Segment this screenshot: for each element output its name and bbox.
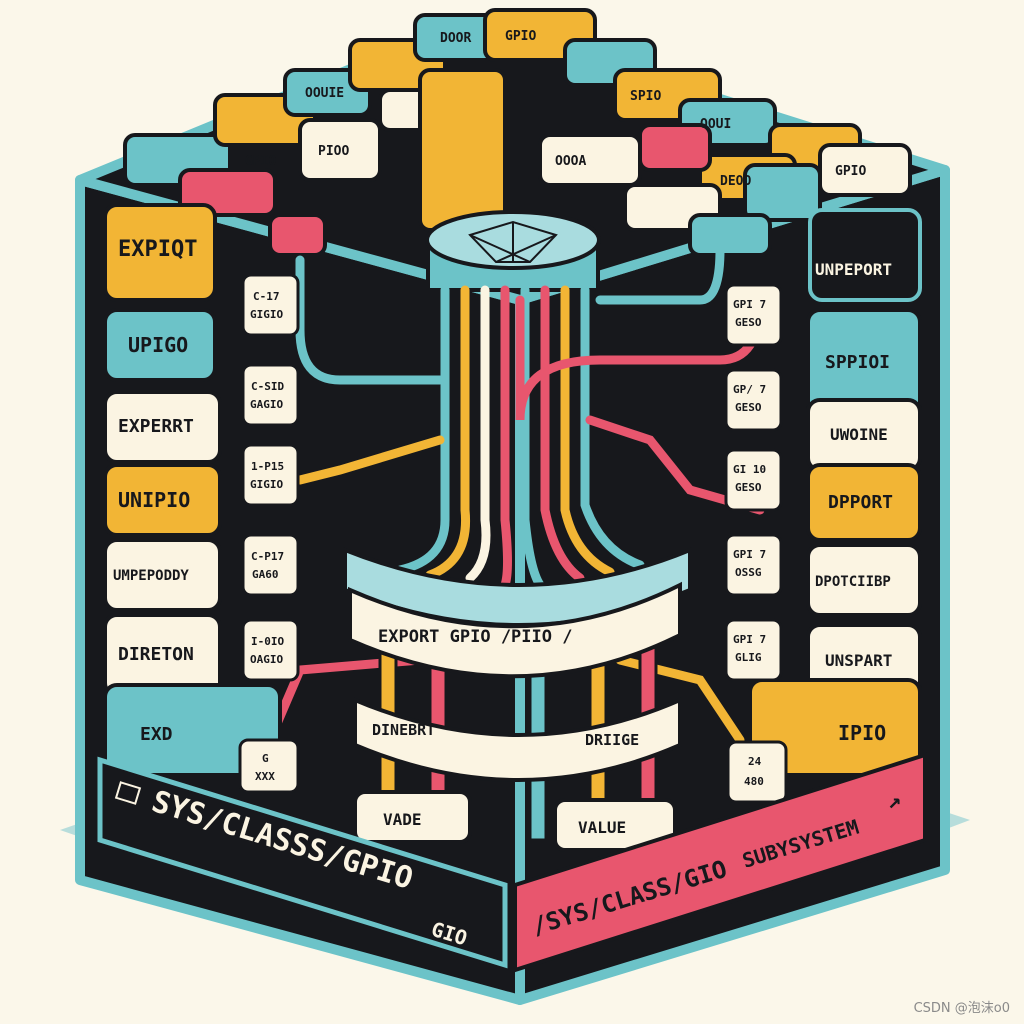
left-tag-b: GA60 [252, 568, 279, 581]
inner-right-label: DRIIGE [585, 731, 639, 749]
right-tag-b: OSSG [735, 566, 762, 579]
left-label: UNIPIO [118, 488, 190, 512]
right-tag-b: GLIG [735, 651, 762, 664]
left-tag-b: OAGIO [250, 653, 283, 666]
bottom-left-tag-a: G [262, 752, 269, 765]
top-block [268, 213, 327, 257]
top-block-label: OOOA [555, 154, 586, 169]
export-ribbon [348, 581, 682, 679]
right-tag-a: GP/ 7 [733, 383, 766, 396]
right-label: SPPIOI [825, 352, 890, 373]
left-tag [241, 443, 300, 507]
right-label: IPIO [838, 721, 886, 745]
right-tag-b: GESO [735, 481, 762, 494]
top-block-label: SPIO [630, 89, 661, 104]
right-tag-a: GPI 7 [733, 298, 766, 311]
left-label: EXPERRT [118, 416, 194, 437]
right-label: UNSPART [825, 651, 892, 670]
right-panel-labels: UNPEPORT SPPIOI UWOINE DPPORT DPOTCIIBP … [748, 208, 922, 777]
left-tag-a: C-17 [253, 290, 280, 303]
top-block [638, 123, 712, 172]
right-tags: GPI 7 GESO GP/ 7 GESO GI 10 GESO GPI 7 O… [724, 283, 788, 804]
right-tag [724, 368, 783, 432]
left-tag-a: C-P17 [251, 550, 284, 563]
left-label-box [103, 308, 217, 382]
top-block [743, 163, 822, 222]
right-label: UNPEPORT [815, 260, 892, 279]
base-right-band [513, 752, 927, 973]
left-label-box [103, 538, 222, 612]
right-label: DPOTCIIBP [815, 574, 891, 590]
arrow-icon: ↗ [888, 789, 901, 814]
left-panel-labels: EXPIQT UPIGO EXPERRT UNIPIO UMPEPODDY DI… [103, 203, 282, 777]
right-label-box [808, 208, 922, 302]
right-label-box [806, 463, 922, 542]
star-icon [468, 220, 558, 263]
left-label: EXPIQT [118, 237, 197, 262]
top-block [298, 118, 382, 182]
top-block-label: GPIO [245, 154, 276, 169]
watermark: CSDN @泡沫o0 [913, 1001, 1010, 1016]
left-label: UMPEPODDY [113, 568, 189, 584]
inner-left-label: DINEBRT [372, 721, 435, 739]
top-block [418, 68, 507, 232]
left-tag-a: 1-P15 [251, 460, 284, 473]
top-block-label: DOOR [440, 31, 471, 46]
export-ribbon-text: EXPORT GPIO /PIIO / [378, 627, 572, 647]
right-label-box [806, 543, 922, 617]
left-label-box [103, 203, 217, 302]
top-block-label: PIOO [318, 144, 349, 159]
left-tag [241, 273, 300, 337]
right-label: UWOINE [830, 425, 888, 444]
left-tags: C-17 GIGIO C-SID GAGIO 1-P15 GIGIO C-P17… [238, 273, 300, 794]
left-label-box [103, 463, 222, 537]
left-tag-b: GAGIO [250, 398, 283, 411]
right-tag [724, 448, 783, 512]
left-label-box [103, 390, 222, 464]
top-block-label: OOUI [700, 117, 731, 132]
folder-icon [114, 781, 142, 805]
left-label: DIRETON [118, 644, 194, 665]
right-tag-a: GI 10 [733, 463, 766, 476]
right-tag-a: GPI 7 [733, 633, 766, 646]
left-tag-a: C-SID [251, 380, 284, 393]
left-label: EXD [140, 724, 173, 745]
bottom-right-tag-a: 24 [748, 755, 762, 768]
left-tag [241, 618, 300, 682]
right-label: DPPORT [828, 492, 893, 513]
bottom-right-tag-b: 480 [744, 775, 764, 788]
bottom-right-tag [726, 740, 788, 804]
left-tag-b: GIGIO [250, 308, 283, 321]
top-block-label: GPIO [505, 29, 536, 44]
value-left-box [353, 790, 472, 844]
central-cylinder [425, 210, 601, 292]
left-tag [241, 533, 300, 597]
value-right-label: VALUE [578, 818, 626, 837]
base-left-band [97, 756, 508, 969]
top-block-label: DEOO [720, 174, 751, 189]
top-block-label: OOUIE [305, 86, 344, 101]
left-tag-a: I-0IO [251, 635, 284, 648]
bottom-left-tag-b: XXX [255, 770, 275, 783]
right-tag [724, 618, 783, 682]
right-tag [724, 283, 783, 347]
left-label: UPIGO [128, 333, 188, 357]
value-right-box [553, 798, 677, 852]
left-tag [241, 363, 300, 427]
top-block-labels: GPIO OOUIE DOOR GPIO SPIO OOUI PIOO OOOA… [245, 29, 866, 189]
bottom-left-tag [238, 738, 300, 794]
value-left-label: VADE [383, 810, 422, 829]
top-blocks [123, 8, 912, 257]
right-tag [724, 533, 783, 597]
right-tag-b: GESO [735, 401, 762, 414]
left-tag-b: GIGIO [250, 478, 283, 491]
left-label-box [103, 683, 282, 777]
right-tag-a: GPI 7 [733, 548, 766, 561]
right-label-box [748, 678, 922, 777]
right-tag-b: GESO [735, 316, 762, 329]
top-block [688, 213, 772, 257]
top-block-label: GPIO [835, 164, 866, 179]
inner-banner [353, 696, 682, 782]
